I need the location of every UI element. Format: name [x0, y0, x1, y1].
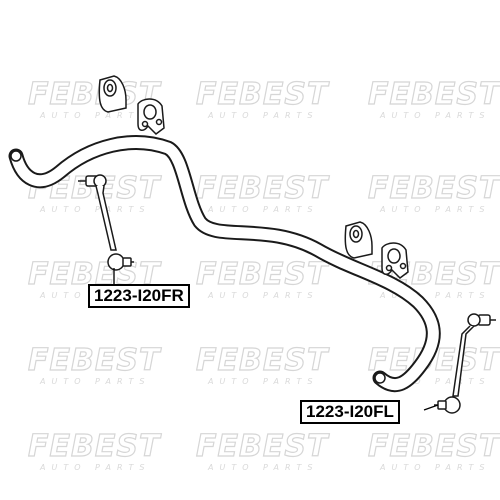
- svg-text:FEBEST: FEBEST: [196, 429, 330, 464]
- watermark: FEBEST AUTO PARTS: [367, 76, 500, 120]
- svg-text:FEBEST: FEBEST: [368, 171, 500, 206]
- svg-text:AUTO PARTS: AUTO PARTS: [379, 463, 490, 472]
- svg-text:FEBEST: FEBEST: [368, 429, 500, 464]
- svg-text:FEBEST: FEBEST: [196, 171, 330, 206]
- svg-text:FEBEST: FEBEST: [28, 343, 162, 378]
- bracket-right: [137, 98, 165, 135]
- bracket-left: [381, 242, 409, 279]
- part-label-left-link: 1223-I20FL: [300, 400, 400, 424]
- svg-text:AUTO PARTS: AUTO PARTS: [207, 377, 318, 386]
- svg-text:AUTO PARTS: AUTO PARTS: [379, 111, 490, 120]
- bushing-left: [344, 221, 373, 259]
- stabilizer-link-left: [434, 313, 496, 414]
- watermark: FEBEST AUTO PARTS: [367, 170, 500, 214]
- svg-text:AUTO PARTS: AUTO PARTS: [39, 205, 150, 214]
- svg-text:AUTO PARTS: AUTO PARTS: [207, 205, 318, 214]
- svg-text:AUTO PARTS: AUTO PARTS: [39, 463, 150, 472]
- stabilizer-link-right: [78, 174, 134, 285]
- svg-text:AUTO PARTS: AUTO PARTS: [207, 111, 318, 120]
- watermark: FEBEST AUTO PARTS: [195, 428, 330, 472]
- part-label-right-link: 1223-I20FR: [88, 284, 190, 308]
- watermark: FEBEST AUTO PARTS: [367, 428, 500, 472]
- watermark: FEBEST AUTO PARTS: [27, 342, 162, 386]
- svg-text:FEBEST: FEBEST: [28, 429, 162, 464]
- watermark: FEBEST AUTO PARTS: [195, 342, 330, 386]
- watermark: FEBEST AUTO PARTS: [195, 256, 330, 300]
- svg-text:AUTO PARTS: AUTO PARTS: [379, 377, 490, 386]
- svg-text:AUTO PARTS: AUTO PARTS: [39, 111, 150, 120]
- svg-text:AUTO PARTS: AUTO PARTS: [207, 291, 318, 300]
- watermark: FEBEST AUTO PARTS: [195, 76, 330, 120]
- svg-text:AUTO PARTS: AUTO PARTS: [379, 291, 490, 300]
- watermark-layer: FEBEST AUTO PARTS FEBEST AUTO PARTS FEBE…: [27, 76, 500, 472]
- watermark: FEBEST AUTO PARTS: [27, 428, 162, 472]
- svg-text:FEBEST: FEBEST: [196, 257, 330, 292]
- svg-text:AUTO PARTS: AUTO PARTS: [39, 377, 150, 386]
- watermark: FEBEST AUTO PARTS: [27, 76, 161, 120]
- svg-text:AUTO PARTS: AUTO PARTS: [379, 205, 490, 214]
- leader-line-left: [423, 404, 439, 411]
- bushing-right: [98, 75, 127, 113]
- svg-text:FEBEST: FEBEST: [368, 77, 500, 112]
- stabilizer-bar: [8, 135, 441, 393]
- watermark: FEBEST AUTO PARTS: [195, 170, 330, 214]
- svg-text:FEBEST: FEBEST: [196, 77, 330, 112]
- svg-text:FEBEST: FEBEST: [196, 343, 330, 378]
- svg-text:AUTO PARTS: AUTO PARTS: [207, 463, 318, 472]
